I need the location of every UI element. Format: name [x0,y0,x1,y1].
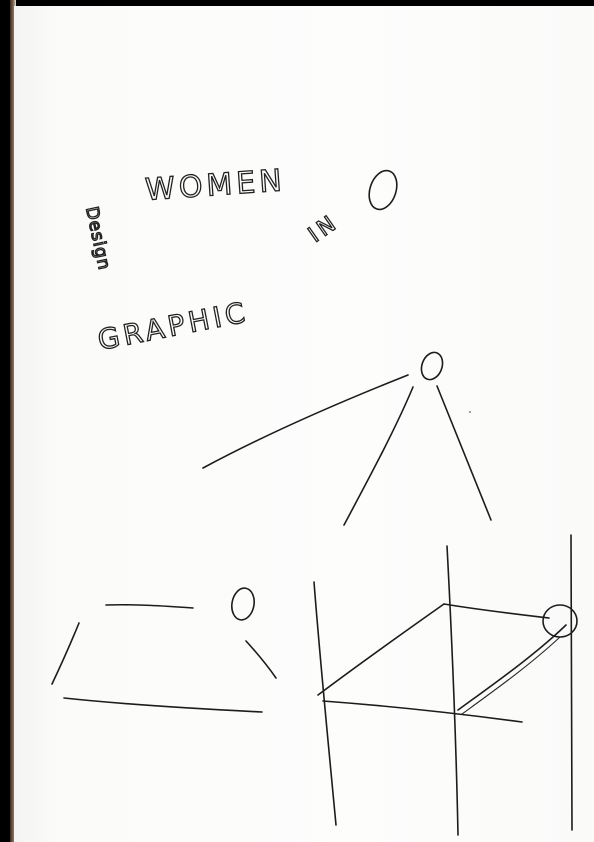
figure-bottom-right [313,534,578,836]
figure-bottom-left-base-line [63,697,263,713]
box-bottom-edge [322,700,523,723]
vertical-line-3 [570,534,573,831]
box-top-edge [443,603,550,619]
handwritten-graphic: GRAPHIC [95,295,251,357]
figure-middle-arm [202,374,409,469]
figure-middle-left-leg [343,386,414,526]
box-left-diagonal [317,603,445,696]
handwritten-in: IN [304,210,344,248]
paper-edge [10,0,16,842]
vertical-line-1 [313,581,337,826]
figure-bottom-left-right-line [245,640,277,679]
box-right-diagonal [457,624,567,711]
vertical-line-2 [446,545,459,836]
pencil-dot [469,411,471,413]
circle-top-right [368,169,398,211]
figure-middle-right-leg [436,385,492,521]
figure-bottom-left-top-line [105,603,194,609]
handwritten-design-scribble: Design [81,205,114,272]
figure-bottom-left-left-line [51,622,80,685]
figure-middle-head [420,351,444,381]
figure-bottom-left-head [231,587,255,621]
figure-bottom-left [51,587,277,713]
figure-middle [202,351,492,526]
box-right-diagonal-double [461,636,561,715]
handwritten-women: WOMEN [144,163,287,208]
